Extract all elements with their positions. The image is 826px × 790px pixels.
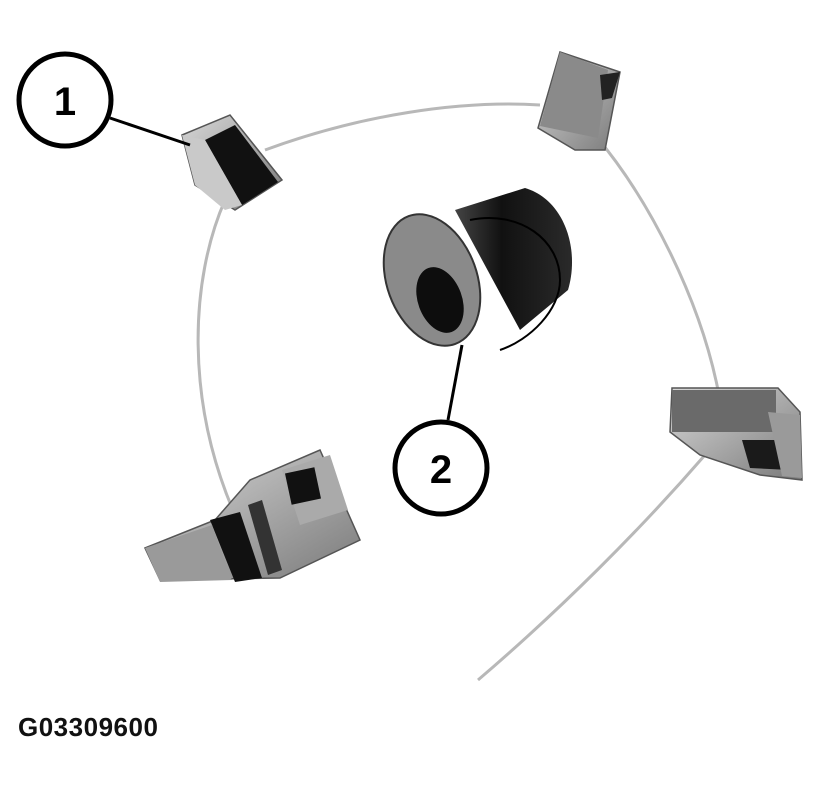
clip-icon (181, 114, 284, 211)
callout-2-label: 2 (430, 448, 452, 492)
clip-icon-top-right (537, 51, 621, 151)
cable-wire-right (593, 134, 720, 391)
callout-2-leader (446, 344, 464, 421)
cable-wire-tail (477, 454, 707, 682)
cable-wire-top (264, 102, 541, 152)
callout-1-label: 1 (54, 80, 76, 124)
callout-2: 2 (392, 419, 490, 517)
clip-icon-right (669, 387, 803, 481)
figure-code: G03309600 (18, 712, 159, 742)
clip-icon-lower-left (143, 449, 361, 582)
callout-1: 1 (16, 51, 114, 149)
callout-1-leader (109, 116, 191, 147)
cable-wire (196, 199, 237, 516)
bushing-icon (382, 188, 573, 351)
